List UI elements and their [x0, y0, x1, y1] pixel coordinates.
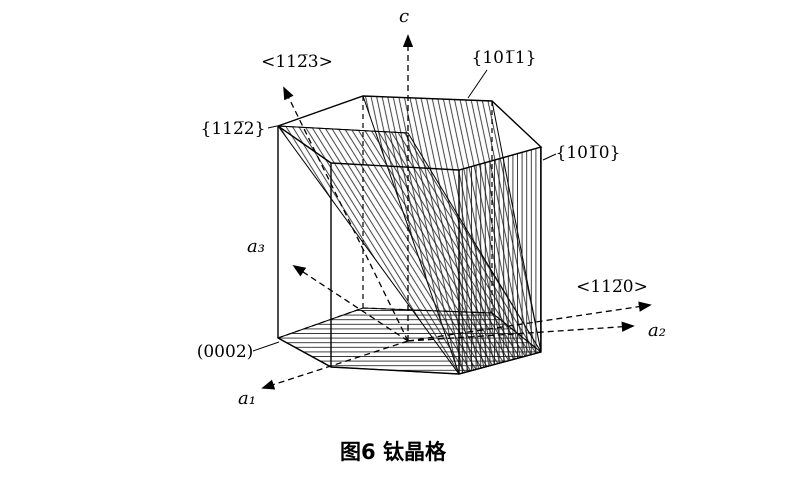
direction-1120-arrow — [407, 301, 652, 342]
bottom-hidden-edges — [277, 307, 542, 353]
a1-axis-arrow — [261, 340, 409, 390]
a2-axis-arrow — [407, 321, 635, 342]
direction-1120-label: <112̅0> — [576, 277, 648, 297]
hatched-planes — [276, 95, 543, 375]
plane-1011-label: {101̅1} — [472, 48, 537, 68]
a3-axis-arrow — [292, 264, 409, 342]
plane-0002-label: (0002) — [197, 342, 254, 362]
a2-axis-label: a₂ — [648, 320, 666, 341]
plane-1122-label: {112̅2} — [201, 119, 266, 139]
prism-plane-1010 — [458, 146, 542, 375]
figure-caption: 图6 钛晶格 — [340, 440, 447, 464]
label-pointers — [252, 69, 557, 352]
direction-1123-arrow — [283, 86, 409, 342]
top-face-diagonal — [277, 125, 409, 134]
direction-1123-label: <112̅3> — [261, 52, 333, 72]
c-axis-label: c — [399, 6, 409, 27]
a1-axis-label: a₁ — [238, 388, 256, 409]
pointer-1011 — [467, 69, 488, 99]
plane-1010-label: {101̅0} — [556, 143, 621, 163]
crystal-axes — [261, 34, 652, 390]
pointer-1122 — [267, 125, 278, 129]
pointer-1010 — [542, 153, 557, 161]
bottom-front-edges — [277, 337, 542, 375]
vertical-edges-visible — [277, 126, 542, 374]
hexagonal-prism-edges — [276, 95, 543, 375]
diagram-labels: c a₁ a₂ a₃ <112̅3> <112̅0> {101̅1} {112̅… — [197, 6, 666, 409]
pointer-0002 — [252, 341, 280, 352]
a3-axis-label: a₃ — [247, 236, 265, 257]
